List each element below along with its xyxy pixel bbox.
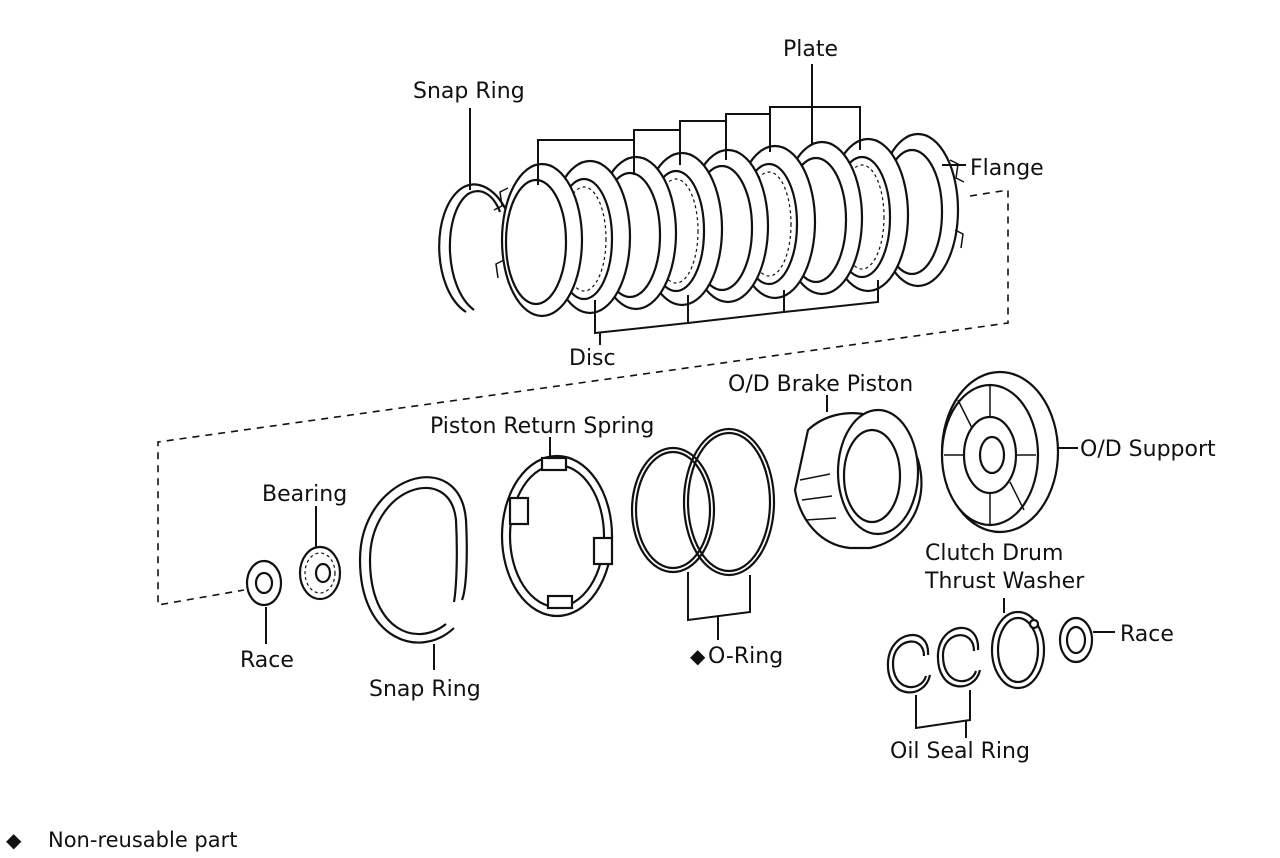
label-clutch-drum-line1: Clutch Drum <box>925 541 1063 566</box>
o-ring-parts <box>630 427 776 640</box>
plate-leader <box>537 64 861 185</box>
thrust-washer-part <box>990 598 1046 690</box>
label-clutch-drum-line2: Thrust Washer <box>924 569 1085 594</box>
label-snap-ring-top: Snap Ring <box>413 79 525 104</box>
alignment-dashed-line <box>157 189 1009 606</box>
snap-ring-bottom-part <box>358 476 468 670</box>
bearing-part <box>298 506 342 601</box>
clutch-plates-discs <box>493 132 965 318</box>
legend-diamond-icon: ◆ <box>6 828 22 852</box>
snap-ring-top-part <box>438 183 507 313</box>
label-snap-ring-bottom: Snap Ring <box>369 677 481 702</box>
od-support-part <box>940 370 1078 534</box>
label-disc: Disc <box>569 346 616 371</box>
race-right-part <box>1058 616 1115 664</box>
label-plate: Plate <box>783 37 838 62</box>
label-piston-return-spring: Piston Return Spring <box>430 414 654 439</box>
label-race-left: Race <box>240 648 294 673</box>
diamond-icon: ◆ <box>690 644 706 668</box>
od-brake-piston-part <box>793 395 923 550</box>
race-left-part <box>245 559 283 644</box>
label-od-support: O/D Support <box>1080 437 1216 462</box>
legend: ◆ Non-reusable part <box>6 828 237 852</box>
clutch-pack <box>438 64 966 345</box>
label-o-ring: O-Ring <box>708 644 783 669</box>
piston-return-spring-part <box>500 437 614 618</box>
label-flange: Flange <box>970 156 1044 181</box>
label-race-right: Race <box>1120 622 1174 647</box>
label-od-brake-piston: O/D Brake Piston <box>728 372 913 397</box>
oil-seal-ring-parts <box>886 626 982 738</box>
disc-leader <box>594 280 879 345</box>
label-oil-seal-ring: Oil Seal Ring <box>890 739 1030 764</box>
legend-text: Non-reusable part <box>48 828 237 852</box>
label-bearing: Bearing <box>262 482 347 507</box>
